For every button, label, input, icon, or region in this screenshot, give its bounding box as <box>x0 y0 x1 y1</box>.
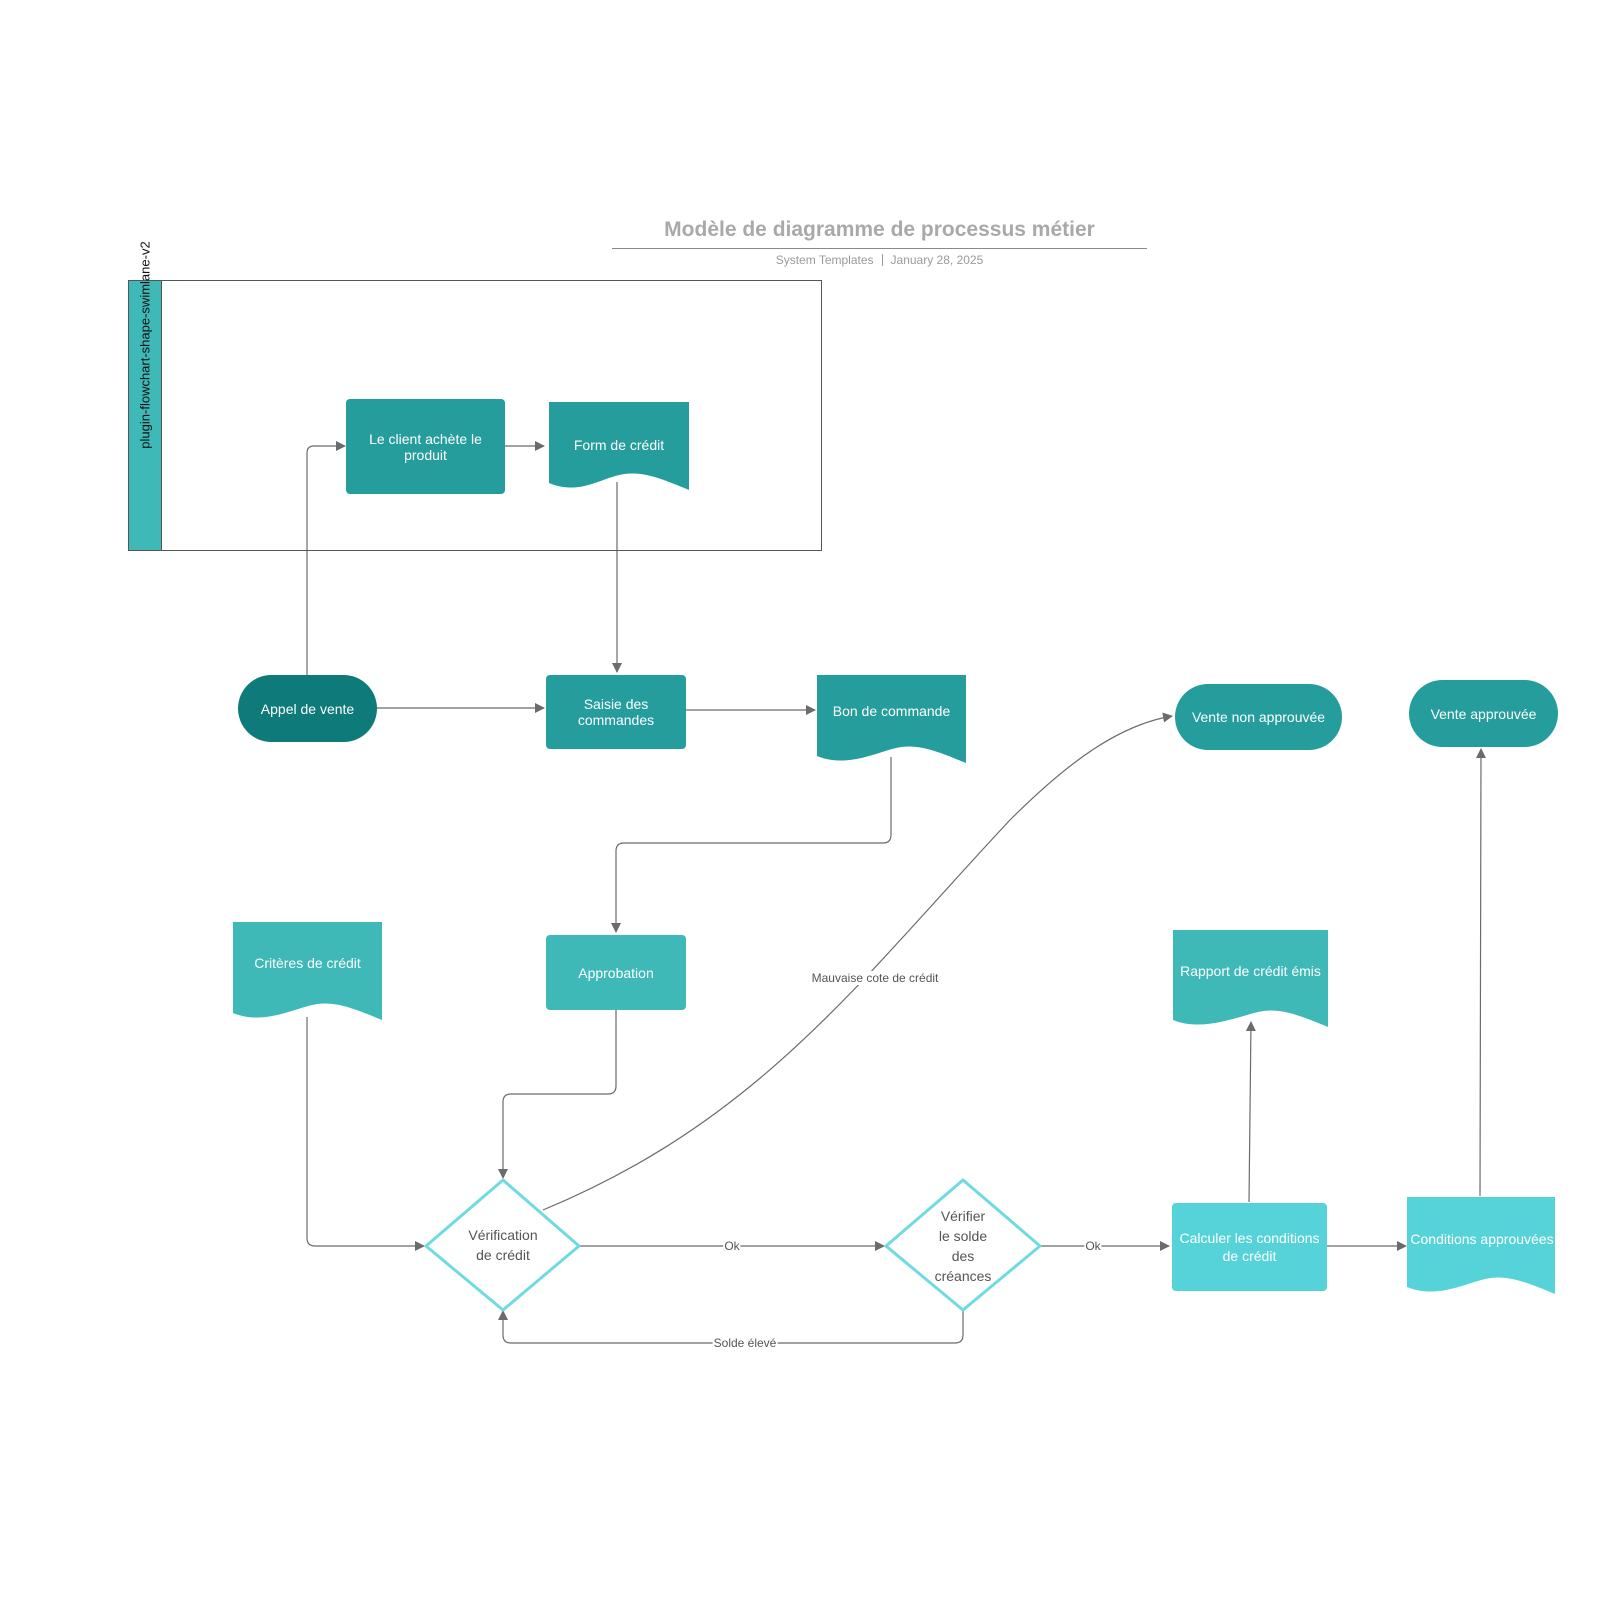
edge-bon-to-approbation <box>611 757 892 933</box>
doc-shape-form-credit <box>549 402 689 490</box>
meta-separator <box>881 254 883 266</box>
doc-shape-criteres-credit <box>233 922 382 1020</box>
diamond-solde-line-1: Vérifier <box>940 1208 986 1224</box>
edge-appel-to-client <box>306 441 346 675</box>
node-saisie-commande[interactable]: Saisie des commandes <box>546 675 686 749</box>
edge-label-ok-1: Ok <box>723 1239 741 1253</box>
node-calculer-conditions-line-2: de crédit <box>1222 1248 1277 1264</box>
diamond-verification-label[interactable]: Vérification de crédit <box>443 1225 563 1265</box>
doc-rapport-credit-label[interactable]: Rapport de crédit émis <box>1180 963 1321 979</box>
doc-shape-bon-commande <box>817 675 966 763</box>
node-vente-non-approuvee[interactable]: Vente non approuvée <box>1175 684 1342 750</box>
doc-form-credit-label[interactable]: Form de crédit <box>573 437 665 453</box>
meta-source: System Templates <box>775 253 874 267</box>
node-approbation[interactable]: Approbation <box>546 935 686 1010</box>
edge-label-ok-2: Ok <box>1084 1239 1102 1253</box>
node-client-achete-label: Le client achète le produit <box>369 430 482 463</box>
node-appel-vente[interactable]: Appel de vente <box>238 675 377 742</box>
diamond-solde-line-4: créances <box>934 1268 992 1284</box>
node-vente-approuvee-label: Vente approuvée <box>1430 705 1537 722</box>
node-vente-non-approuvee-label: Vente non approuvée <box>1191 709 1326 725</box>
node-client-achete[interactable]: Le client achète le produit <box>346 399 505 494</box>
diamond-solde-line-2: le solde <box>938 1228 988 1244</box>
meta-date: January 28, 2025 <box>890 253 984 267</box>
diamond-solde-label[interactable]: Vérifier le solde des créances <box>913 1206 1013 1286</box>
edge-approbation-to-verif <box>498 1009 617 1179</box>
edge-label-solde-eleve: Solde élevé <box>712 1336 778 1350</box>
node-appel-vente-label: Appel de vente <box>260 700 355 717</box>
diamond-shape-verification <box>424 1178 581 1312</box>
page-meta: System Templates January 28, 2025 <box>612 253 1147 267</box>
swimlane-header[interactable] <box>128 280 162 551</box>
node-calculer-conditions-line-1: Calculer les conditions <box>1179 1230 1320 1246</box>
edge-label-mauvaise-cote: Mauvaise cote de crédit <box>810 971 940 985</box>
edge-calculer-to-rapport <box>1245 1021 1256 1203</box>
doc-conditions-approuvees-label[interactable]: Conditions approuvées <box>1410 1231 1554 1247</box>
edge-criteres-to-verif <box>306 1017 425 1251</box>
diamond-verification-line-2: de crédit <box>476 1247 530 1263</box>
diamond-solde-line-3: des <box>951 1248 975 1264</box>
node-approbation-label: Approbation <box>578 964 654 981</box>
node-vente-approuvee[interactable]: Vente approuvée <box>1409 680 1558 747</box>
diamond-verification-line-1: Vérification <box>468 1227 538 1243</box>
page-title: Modèle de diagramme de processus métier <box>664 218 1095 241</box>
node-saisie-commande-label: Saisie des commandes <box>577 696 655 728</box>
doc-criteres-credit-label[interactable]: Critères de crédit <box>254 955 361 971</box>
edge-conditions-to-vente-approuvee <box>1475 748 1486 1197</box>
doc-bon-commande-label[interactable]: Bon de commande <box>832 703 951 719</box>
node-calculer-conditions[interactable]: Calculer les conditions de crédit <box>1172 1203 1327 1291</box>
edge-mauvaise-cote <box>542 712 1173 1211</box>
doc-shape-conditions-approuvees <box>1407 1197 1555 1294</box>
title-underline <box>612 248 1147 249</box>
doc-shape-rapport-credit <box>1173 930 1328 1027</box>
diamond-shape-solde <box>884 1178 1042 1312</box>
swimlane-label: plugin-flowchart-shape-swimlane-v2 <box>137 241 153 449</box>
